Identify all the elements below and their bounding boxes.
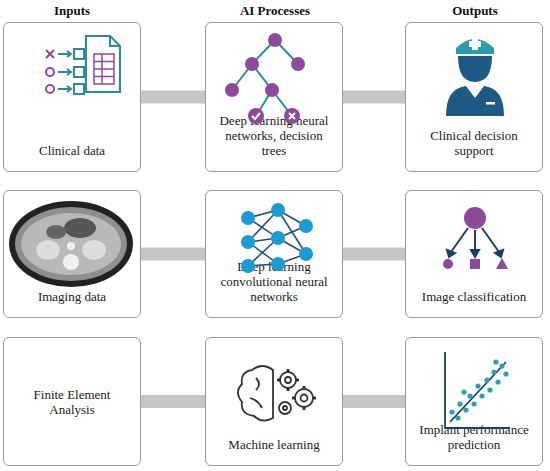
box-label: Clinical data [39, 143, 105, 158]
process-box: Deep learning neural networks, decision … [205, 22, 343, 172]
box-label: Finite Element Analysis [12, 387, 132, 417]
process-box: Deep learning convolutional neural netwo… [205, 190, 343, 318]
connector-bar [141, 248, 205, 261]
process-box: Imaging data [3, 190, 141, 318]
column-header: Inputs [2, 3, 142, 19]
box-label: Clinical decision support [414, 128, 534, 158]
process-box: Machine learning [205, 337, 343, 466]
process-box: Image classification [405, 190, 543, 318]
column-header: Outputs [405, 3, 545, 19]
box-label: Deep learning convolutional neural netwo… [214, 259, 334, 304]
process-box: Finite Element Analysis [3, 337, 141, 466]
box-label: Deep learning neural networks, decision … [214, 113, 334, 158]
box-label: Image classification [422, 289, 526, 304]
box-label: Implant performance prediction [414, 422, 534, 452]
column-header: AI Processes [205, 3, 345, 19]
connector-bar [343, 395, 405, 408]
box-label: Imaging data [38, 289, 106, 304]
box-label: Machine learning [228, 437, 319, 452]
connector-bar [141, 91, 205, 104]
connector-bar [343, 248, 405, 261]
process-box: Clinical decision support [405, 22, 543, 172]
process-box: Clinical data [3, 22, 141, 172]
connector-bar [141, 395, 205, 408]
process-box: Implant performance prediction [405, 337, 543, 466]
connector-bar [343, 91, 405, 104]
